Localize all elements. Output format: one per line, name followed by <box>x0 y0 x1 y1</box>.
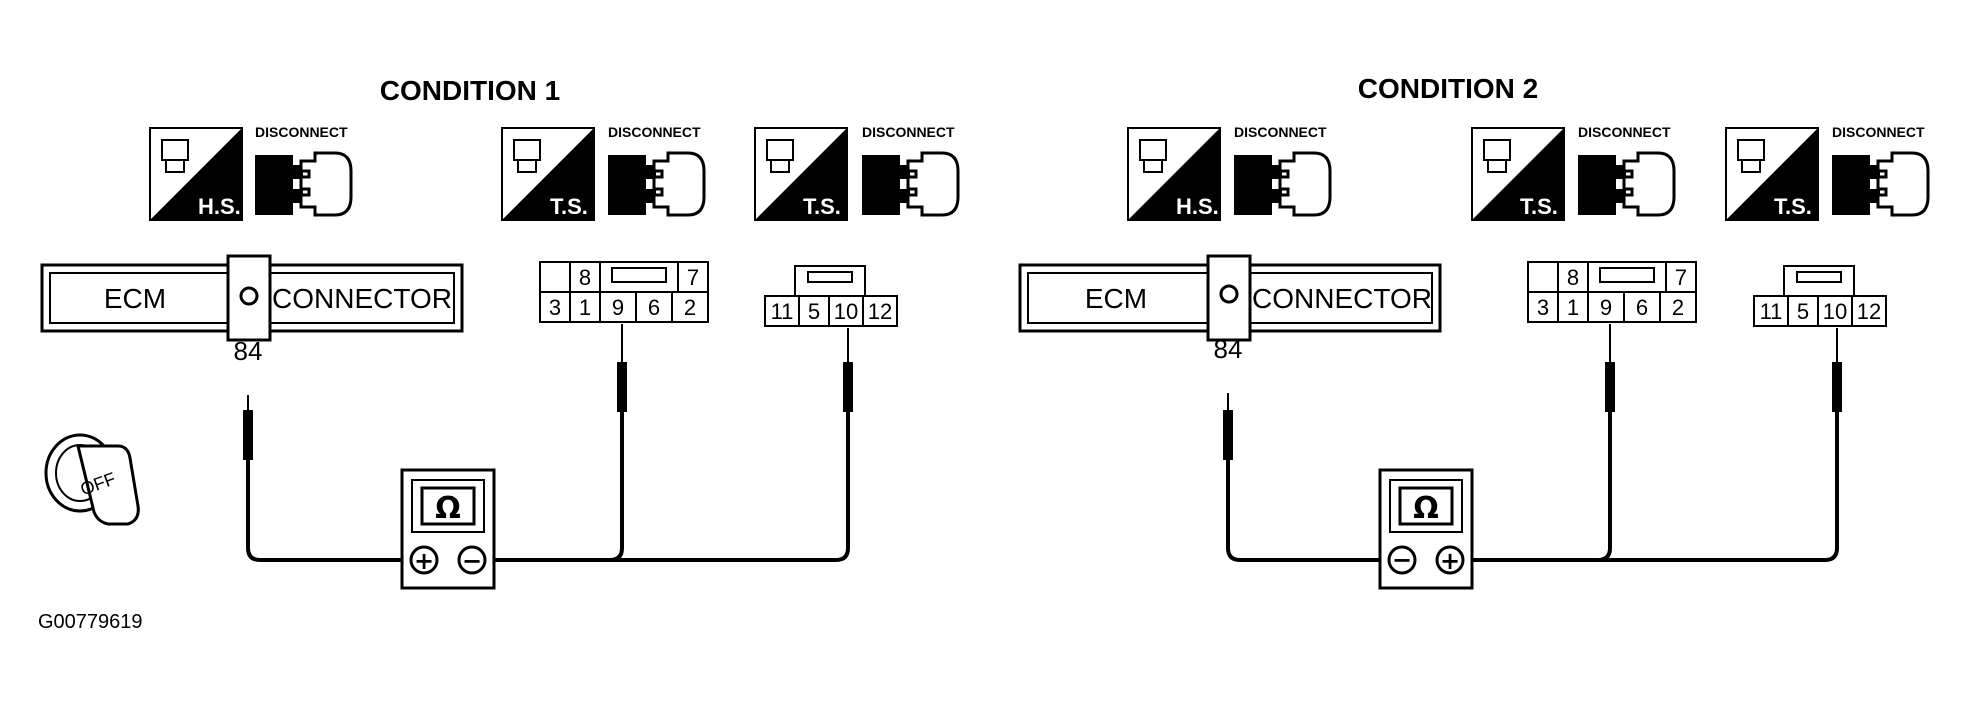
pin-label: 2 <box>684 295 696 320</box>
terminal-side-badge: T.S. <box>1520 194 1558 219</box>
connector-label: CONNECTOR <box>1252 283 1432 314</box>
condition-2-panel: CONDITION 2 H.S. DISCONNECT T.S. DISCONN… <box>1018 73 1930 590</box>
meter-terminal-icon <box>409 545 439 575</box>
pin-label: 3 <box>1537 295 1549 320</box>
meter-terminal-icon <box>457 545 487 575</box>
test-probe <box>617 362 627 412</box>
disconnect-icon: DISCONNECT <box>1234 124 1332 217</box>
disconnect-icon: DISCONNECT <box>862 124 960 217</box>
ecm-pin-number: 84 <box>1214 334 1243 364</box>
test-wire <box>246 460 420 562</box>
test-probe <box>1605 362 1615 412</box>
harness-side-icon: H.S. <box>1127 127 1221 221</box>
pin-label: 10 <box>834 299 858 324</box>
harness-side-badge: H.S. <box>198 194 241 219</box>
pin-label: 6 <box>1636 295 1648 320</box>
pin-label: 9 <box>612 295 624 320</box>
meter-terminal-icon <box>1387 545 1417 575</box>
meter-right-terminal: + <box>1440 547 1460 575</box>
ohmmeter: Ω − + <box>1378 468 1474 590</box>
disconnect-label: DISCONNECT <box>1578 124 1671 140</box>
ecm-pin-number: 84 <box>234 336 263 366</box>
connector-b: 11 5 10 12 <box>1753 265 1887 327</box>
pin-label: 12 <box>1857 299 1881 324</box>
disconnect-icon: DISCONNECT <box>608 124 706 217</box>
pin-label: 7 <box>687 265 699 290</box>
ecm-label: ECM <box>104 283 166 314</box>
meter-left-terminal: − <box>1392 546 1412 574</box>
disconnect-label: DISCONNECT <box>608 124 701 140</box>
ecm-label: ECM <box>1085 283 1147 314</box>
figure-code: G00779619 <box>38 611 143 633</box>
test-wire <box>1456 412 1612 562</box>
pin-label: 9 <box>1600 295 1612 320</box>
pin-label: 3 <box>549 295 561 320</box>
disconnect-icon: DISCONNECT <box>1832 124 1930 217</box>
meter-left-terminal: + <box>414 547 434 575</box>
meter-right-terminal: − <box>462 547 482 575</box>
ohm-symbol: Ω <box>1413 491 1439 526</box>
ignition-key-icon: OFF <box>44 433 140 526</box>
pin-label: 1 <box>1567 295 1579 320</box>
pin-label: 11 <box>1760 299 1783 324</box>
pin-label: 8 <box>579 265 591 290</box>
test-probe <box>1223 410 1233 460</box>
connector-b: 11 5 10 12 <box>764 265 898 327</box>
test-probe <box>243 410 253 460</box>
ecm-connector: ECM CONNECTOR <box>40 254 464 342</box>
test-wire <box>1598 412 1839 562</box>
harness-side-badge: H.S. <box>1176 194 1219 219</box>
meter-terminal-icon <box>1435 545 1465 575</box>
test-wire <box>478 412 624 562</box>
terminal-side-icon: T.S. <box>1471 127 1565 221</box>
condition-2-title: CONDITION 2 <box>1358 73 1538 104</box>
pin-label: 8 <box>1567 265 1579 290</box>
harness-side-icon: H.S. <box>149 127 243 221</box>
condition-1-title: CONDITION 1 <box>380 75 560 106</box>
ohm-symbol: Ω <box>435 491 461 526</box>
test-wire <box>610 412 850 562</box>
pin-label: 12 <box>868 299 892 324</box>
pin-label: 11 <box>771 299 794 324</box>
terminal-side-icon: T.S. <box>501 127 595 221</box>
pin-label: 5 <box>808 299 820 324</box>
ohmmeter: Ω + − <box>400 468 496 590</box>
pin-label: 2 <box>1672 295 1684 320</box>
pin-label: 5 <box>1797 299 1809 324</box>
test-wire <box>1226 460 1398 562</box>
terminal-side-icon: T.S. <box>1725 127 1819 221</box>
condition-1-panel: CONDITION 1 H.S. DISCONNECT T.S. DISCONN… <box>40 75 960 590</box>
pin-label: 10 <box>1823 299 1847 324</box>
connector-label: CONNECTOR <box>272 283 452 314</box>
terminal-side-icon: T.S. <box>754 127 848 221</box>
terminal-side-badge: T.S. <box>803 194 841 219</box>
disconnect-label: DISCONNECT <box>255 124 348 140</box>
pin-label: 1 <box>579 295 591 320</box>
terminal-side-badge: T.S. <box>550 194 588 219</box>
test-probe <box>843 362 853 412</box>
disconnect-label: DISCONNECT <box>1832 124 1925 140</box>
connector-a: 8 7 3 1 9 6 2 <box>1527 261 1697 323</box>
pin-label: 6 <box>648 295 660 320</box>
disconnect-icon: DISCONNECT <box>1578 124 1676 217</box>
test-probe <box>1832 362 1842 412</box>
disconnect-icon: DISCONNECT <box>255 124 353 217</box>
connector-a: 8 7 3 1 9 6 2 <box>539 261 709 323</box>
disconnect-label: DISCONNECT <box>1234 124 1327 140</box>
disconnect-label: DISCONNECT <box>862 124 955 140</box>
pin-label: 7 <box>1675 265 1687 290</box>
ecm-connector: ECM CONNECTOR <box>1018 254 1442 342</box>
terminal-side-badge: T.S. <box>1774 194 1812 219</box>
